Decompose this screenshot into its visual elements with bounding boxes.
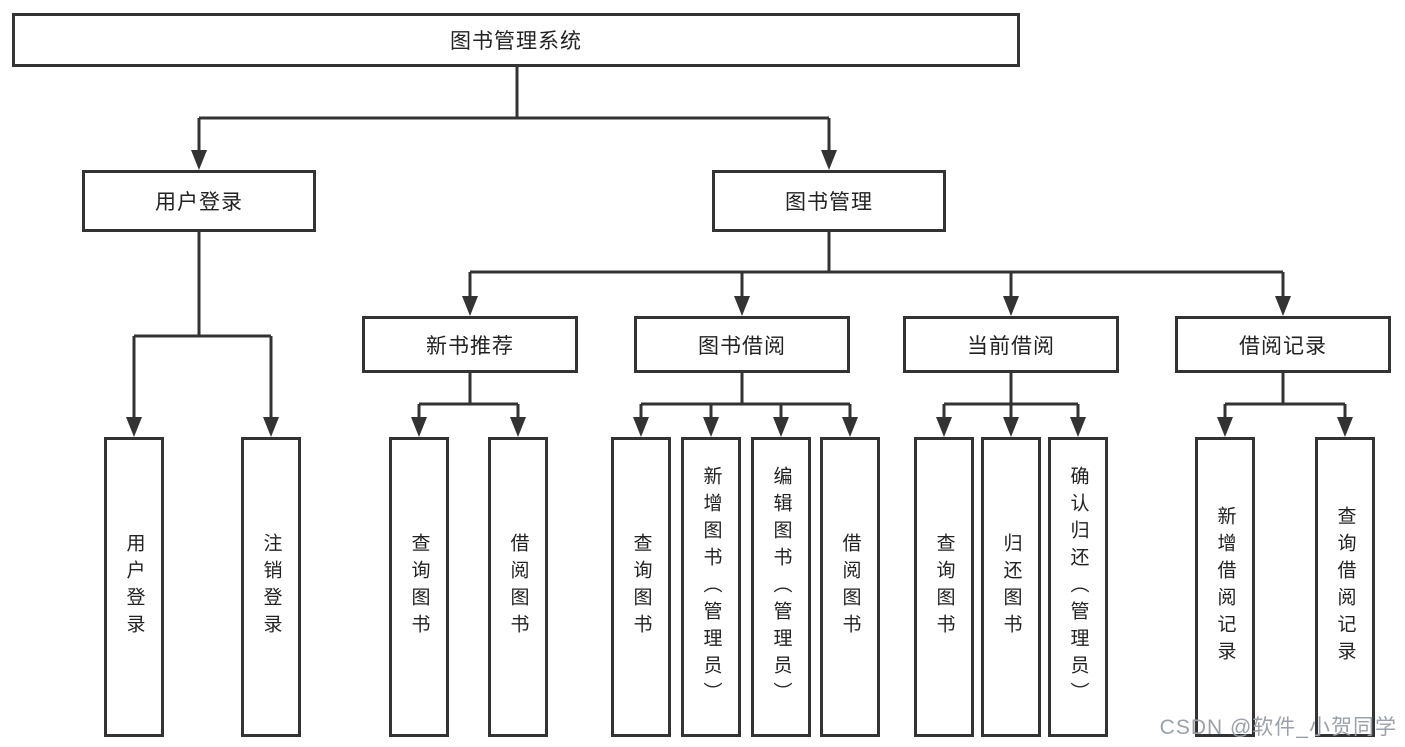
node-library-management-system: 图书管理系统 <box>12 13 1020 67</box>
connector-bookmgmt-to-level3 <box>468 232 1285 310</box>
node-new-book-recommendation: 新书推荐 <box>362 316 578 373</box>
csdn-watermark: CSDN @软件_小贺同学 <box>1159 716 1397 739</box>
node-label: 注销登录 <box>260 533 282 641</box>
node-leaf-logout: 注销登录 <box>241 437 301 737</box>
node-label: 查询图书 <box>933 533 955 641</box>
node-label: 借阅图书 <box>507 533 529 641</box>
node-leaf-query-books-1: 查询图书 <box>389 437 449 737</box>
node-leaf-return-books: 归还图书 <box>981 437 1041 737</box>
node-borrowing-records: 借阅记录 <box>1175 316 1391 373</box>
node-label: 用户登录 <box>155 191 243 214</box>
node-book-borrowing: 图书借阅 <box>634 316 850 373</box>
node-label: 查询图书 <box>630 533 652 641</box>
node-label: 图书管理 <box>785 191 873 214</box>
node-leaf-add-borrow-record: 新增借阅记录 <box>1195 437 1255 737</box>
node-label: 查询图书 <box>408 533 430 641</box>
node-label: 归还图书 <box>1000 533 1022 641</box>
node-label: 图书管理系统 <box>450 30 582 53</box>
connector-borrowrecords-to-leaves <box>1223 373 1347 431</box>
connector-bookborrow-to-leaves <box>639 373 852 431</box>
node-label: 当前借阅 <box>967 334 1055 358</box>
connector-newbookrec-to-leaves <box>417 373 520 431</box>
node-leaf-query-books-3: 查询图书 <box>914 437 974 737</box>
node-leaf-user-login: 用户登录 <box>104 437 164 737</box>
node-label: 新增图书（管理员） <box>700 465 722 709</box>
connector-root-to-level2 <box>197 67 831 164</box>
node-label: 编辑图书（管理员） <box>770 465 792 709</box>
connector-userlogin-to-leaves <box>132 232 273 431</box>
node-label: 图书借阅 <box>698 334 786 358</box>
node-leaf-borrow-books-1: 借阅图书 <box>488 437 548 737</box>
node-leaf-edit-books-admin: 编辑图书（管理员） <box>751 437 811 737</box>
node-label: 借阅记录 <box>1239 334 1327 358</box>
arrowheads <box>126 150 1353 437</box>
node-current-borrowing: 当前借阅 <box>903 316 1119 373</box>
node-book-management: 图书管理 <box>712 170 946 232</box>
node-user-login: 用户登录 <box>82 170 316 232</box>
node-label: 查询借阅记录 <box>1334 506 1356 668</box>
node-leaf-add-books-admin: 新增图书（管理员） <box>681 437 741 737</box>
node-label: 新增借阅记录 <box>1214 506 1236 668</box>
node-label: 新书推荐 <box>426 334 514 358</box>
node-leaf-confirm-return-admin: 确认归还（管理员） <box>1048 437 1108 737</box>
node-label: 借阅图书 <box>839 533 861 641</box>
node-leaf-borrow-books-2: 借阅图书 <box>820 437 880 737</box>
node-leaf-query-books-2: 查询图书 <box>611 437 671 737</box>
node-leaf-query-borrow-record: 查询借阅记录 <box>1315 437 1375 737</box>
node-label: 用户登录 <box>123 533 145 641</box>
node-label: 确认归还（管理员） <box>1067 465 1089 709</box>
